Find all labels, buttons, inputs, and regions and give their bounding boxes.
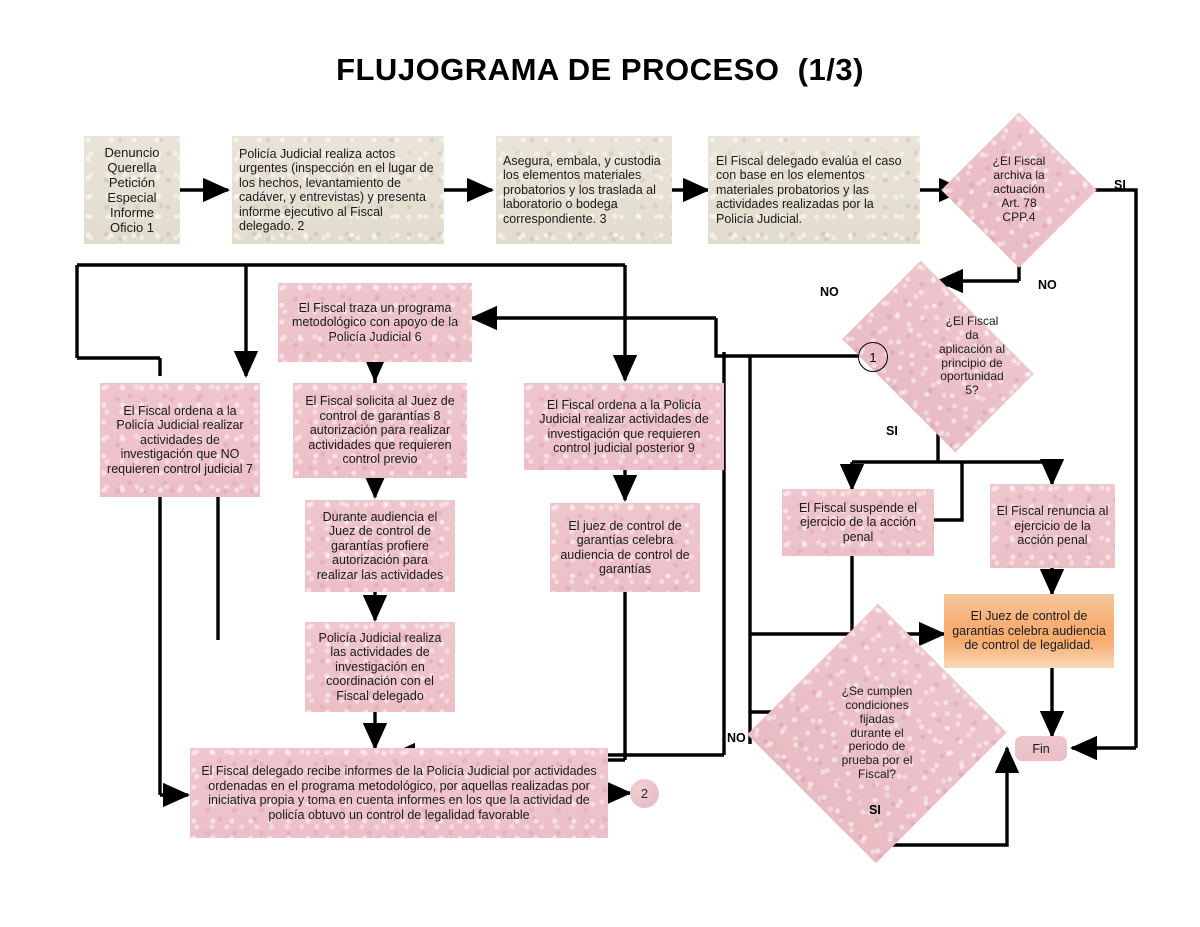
node-renuncia-accion-penal[interactable]: El Fiscal renuncia al ejercicio de la ac… [990,484,1115,568]
node-fiscal-recibe-informes[interactable]: El Fiscal delegado recibe informes de la… [190,748,608,838]
node-programa-metodologico[interactable]: El Fiscal traza un programa metodológico… [278,283,472,362]
decision-principio-oportunidad[interactable]: ¿El Fiscal da aplicación al principio de… [842,260,1034,453]
page-title: FLUJOGRAMA DE PROCESO (1/3) [336,52,864,87]
edge-label-d6-si: SI [869,803,881,817]
node-fin[interactable]: Fin [1015,736,1067,761]
node-audiencia-control-legalidad[interactable]: El Juez de control de garantías celebra … [944,594,1114,668]
node-suspende-accion-penal[interactable]: El Fiscal suspende el ejercicio de la ac… [782,489,934,556]
connector-2[interactable]: 2 [630,779,659,808]
edge-label-d5-si: SI [886,424,898,438]
edge-label-d4-no-right: NO [1038,278,1057,292]
node-actividades-sin-control-judicial[interactable]: El Fiscal ordena a la Policía Judicial r… [100,383,260,497]
edge-label-d6-no: NO [727,731,746,745]
node-audiencia-autorizacion[interactable]: Durante audiencia el Juez de control de … [305,500,455,592]
edge-label-d4-no-left: NO [820,285,839,299]
node-audiencia-control-garantias[interactable]: El juez de control de garantías celebra … [550,503,700,592]
node-denuncia[interactable]: Denuncio Querella Petición Especial Info… [84,136,180,244]
node-actividades-con-control-posterior[interactable]: El Fiscal ordena a la Policía Judicial r… [524,383,724,470]
node-policia-judicial-actos-urgentes[interactable]: Policía Judicial realiza actos urgentes … [232,136,444,244]
node-policia-coordina-fiscal[interactable]: Policía Judicial realiza las actividades… [305,622,455,712]
node-fiscal-evalua-caso[interactable]: El Fiscal delegado evalúa el caso con ba… [708,136,920,244]
decision-archiva-actuacion[interactable]: ¿El Fiscal archiva la actuación Art. 78 … [941,112,1097,268]
connector-ref-1[interactable]: 1 [858,342,888,372]
decision-condiciones-label: ¿Se cumplen condiciones fijadas durante … [841,683,913,782]
node-asegura-embala-custodia[interactable]: Asegura, embala, y custodia los elemento… [496,136,672,244]
decision-archiva-label: ¿El Fiscal archiva la actuación Art. 78 … [992,154,1046,224]
node-solicita-autorizacion-juez[interactable]: El Fiscal solicita al Juez de control de… [293,383,467,478]
decision-oportunidad-label: ¿El Fiscal da aplicación al principio de… [938,313,1006,398]
decision-condiciones-periodo-prueba[interactable]: ¿Se cumplen condiciones fijadas durante … [747,603,1007,864]
edge-label-d4-si: SI [1114,178,1126,192]
